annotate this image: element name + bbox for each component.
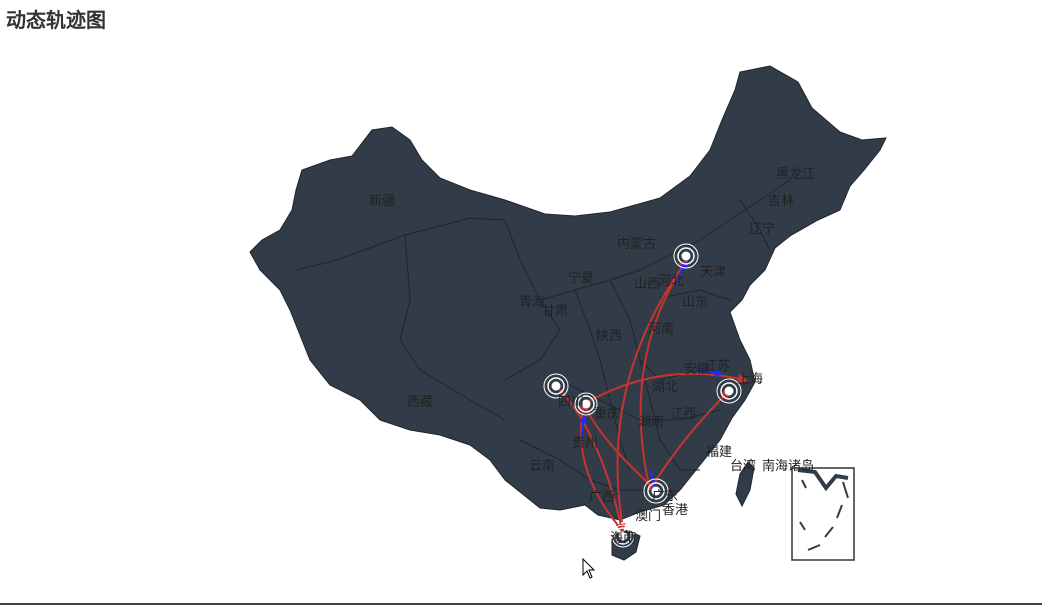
south-china-sea-inset (791, 467, 855, 561)
label-guizhou: 贵州 (572, 436, 598, 451)
route-line (675, 261, 688, 283)
label-taiwan: 台湾 (730, 458, 756, 474)
label-gansu: 甘肃 (542, 304, 568, 319)
label-shaanxi: 陕西 (596, 329, 622, 344)
route-line (616, 258, 689, 523)
route-line (699, 369, 724, 377)
label-chongqing: 重庆 (594, 406, 620, 422)
node-beijing (673, 243, 699, 269)
node-shanghai (716, 378, 742, 404)
label-neimenggu: 内蒙古 (617, 236, 656, 252)
node-haikou (611, 524, 635, 548)
label-yunnan: 云南 (529, 458, 555, 474)
label-heilongjiang: 黑龙江 (776, 167, 815, 182)
label-sichuan: 四川 (558, 395, 584, 410)
bottom-divider (0, 603, 1042, 605)
label-xinjiang: 新疆 (369, 193, 395, 209)
node-chengdu (543, 373, 569, 399)
label-xianggang: 香港 (662, 503, 688, 518)
label-aomen: 澳门 (635, 508, 661, 524)
label-hainan: 海南 (610, 530, 636, 546)
label-tianjin: 天津 (700, 265, 726, 280)
label-anhui: 安徽 (684, 362, 710, 377)
route-line (579, 414, 587, 439)
label-shandong: 山东 (682, 295, 708, 310)
china-landmass (249, 65, 887, 521)
label-fujian: 福建 (706, 445, 732, 460)
label-shanghai: 上海 (737, 372, 763, 387)
label-liaoning: 辽宁 (749, 221, 775, 237)
label-ningxia: 宁夏 (568, 270, 594, 286)
node-guangzhou (643, 478, 669, 504)
label-nanhai: 南海诸岛 (762, 458, 814, 474)
label-qinghai: 青海 (519, 295, 545, 310)
label-henan: 河南 (648, 321, 674, 337)
route-line (555, 385, 626, 534)
node-chongqing (574, 392, 598, 416)
route-line (583, 372, 748, 405)
taiwan-island (735, 461, 755, 508)
label-hunan: 湖南 (638, 414, 664, 430)
page-title: 动态轨迹图 (6, 8, 106, 32)
label-guangxi: 广西 (589, 490, 615, 505)
label-jiangxi: 江西 (670, 407, 696, 422)
label-xizang: 西藏 (407, 395, 433, 410)
label-jiangsu: 江苏 (704, 358, 730, 374)
label-jilin: 吉林 (768, 194, 794, 209)
label-hebei: 河北 (658, 274, 684, 289)
province-labels: 新疆 西藏 青海 甘肃 宁夏 内蒙古 陕西 山西 河北 天津 山东 河南 湖北 … (369, 167, 815, 546)
label-guangdong: 广东 (652, 489, 678, 504)
route-line (639, 258, 689, 491)
label-shanxi: 山西 (634, 277, 660, 292)
ripple-nodes (543, 243, 742, 548)
mouse-cursor-icon (582, 558, 596, 579)
label-hubei: 湖北 (652, 380, 678, 395)
